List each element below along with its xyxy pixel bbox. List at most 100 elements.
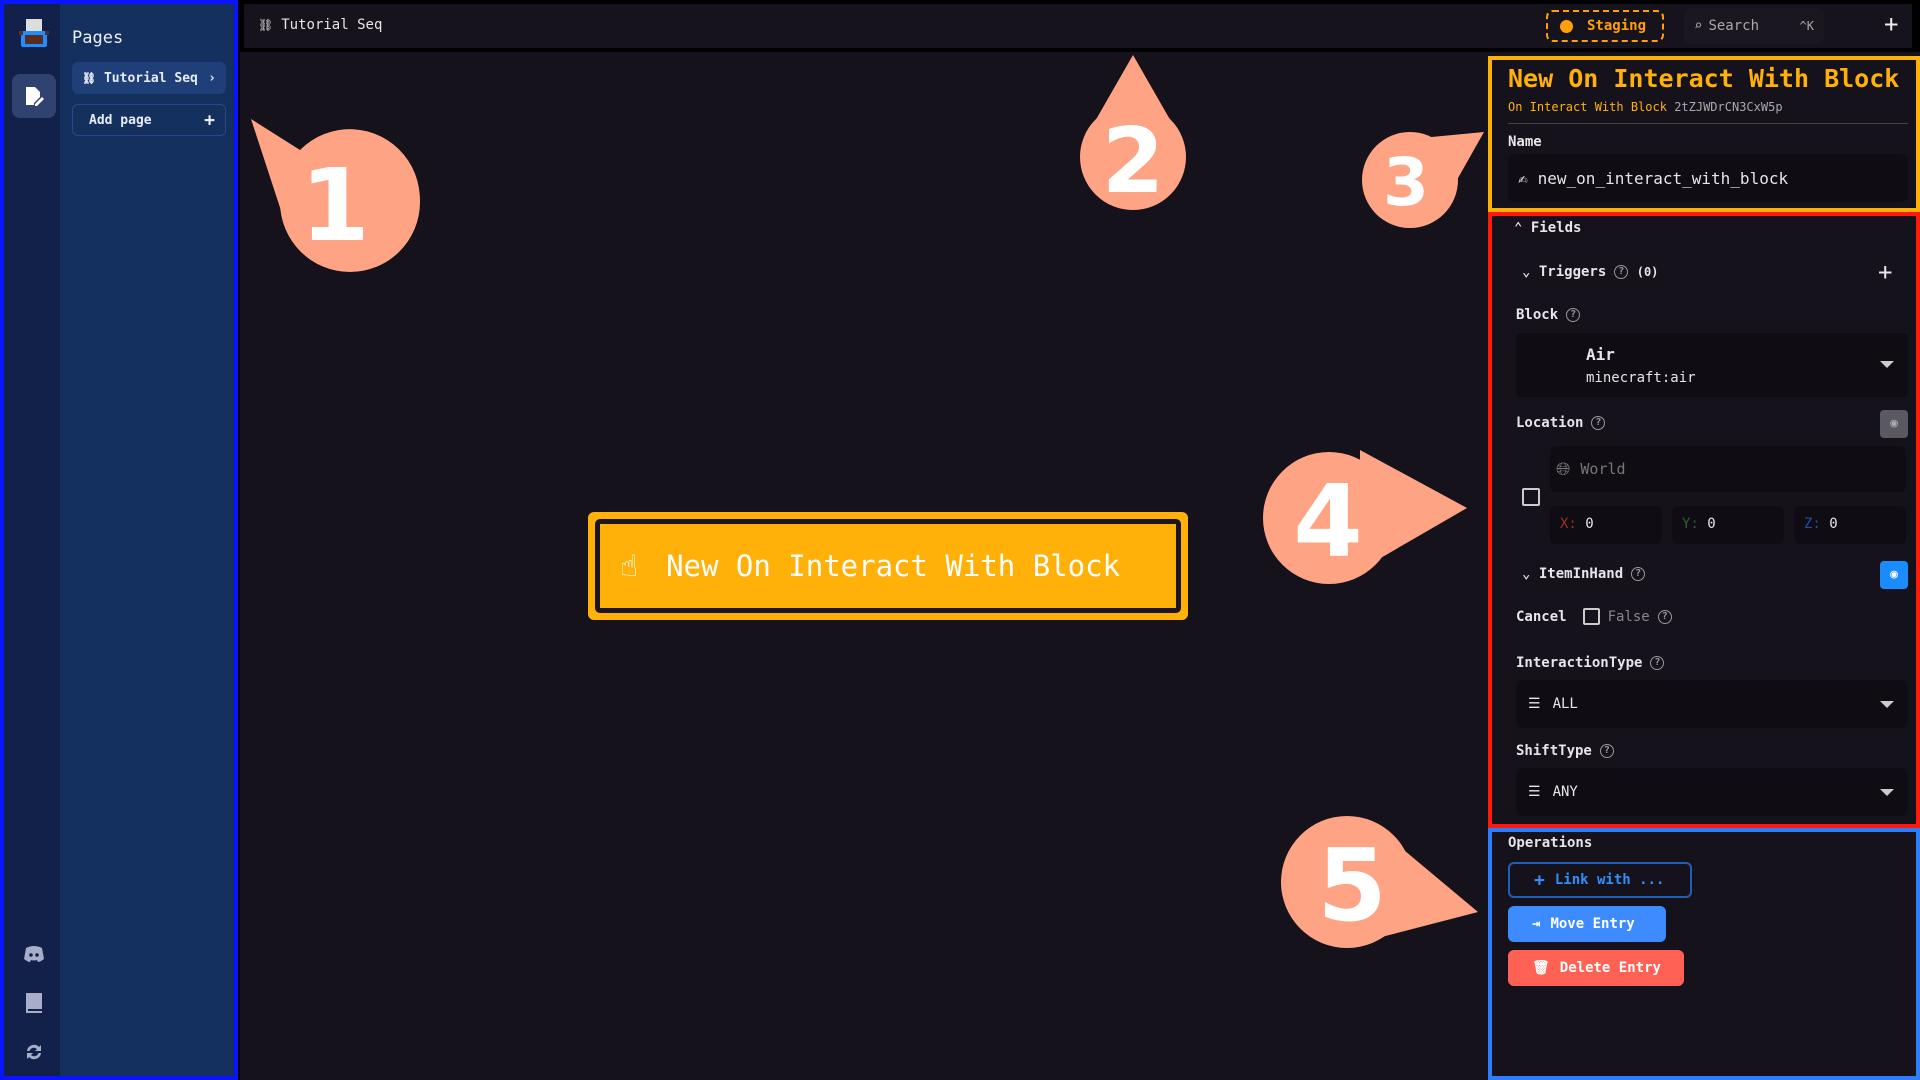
top-bar: ⛓ Tutorial Seq Staging ⌕ Search ^K +	[244, 4, 1912, 48]
help-icon[interactable]: ?	[1657, 609, 1672, 624]
globe-icon: 🌐︎	[1556, 458, 1571, 480]
status-dot-icon	[1560, 19, 1573, 33]
name-input[interactable]: ✍ new_on_interact_with_block	[1508, 154, 1908, 202]
canvas[interactable]: ☝ New On Interact With Block	[240, 52, 1486, 1080]
pages-title: Pages	[72, 28, 124, 48]
help-icon[interactable]: ?	[1614, 265, 1629, 279]
breadcrumb-label: Tutorial Seq	[281, 17, 383, 33]
triggers-toggle[interactable]: ⌄ Triggers? (0)	[1522, 264, 1659, 280]
add-trigger-button[interactable]: +	[1878, 258, 1893, 286]
shift-type-select[interactable]: ☰ ANY	[1516, 768, 1908, 816]
fields-toggle[interactable]: ⌃ Fields	[1514, 220, 1582, 236]
help-icon[interactable]: ?	[1566, 308, 1581, 322]
divider	[1508, 123, 1908, 124]
dropdown-caret-icon	[1880, 701, 1894, 708]
y-value: 0	[1707, 516, 1716, 532]
entry-type: On Interact With Block	[1508, 100, 1667, 114]
move-entry-button[interactable]: ⇥ Move Entry	[1508, 906, 1666, 942]
shift-type-value: ANY	[1552, 784, 1578, 800]
search-button[interactable]: ⌕ Search ^K	[1684, 8, 1824, 44]
interaction-type-value: ALL	[1552, 696, 1578, 712]
pages-edit-icon[interactable]	[12, 74, 56, 118]
sidebar: Pages ⛓ Tutorial Seq › Add page +	[0, 0, 238, 1080]
plus-icon: +	[1534, 869, 1545, 891]
dropdown-caret-icon	[1880, 789, 1894, 796]
docs-book-icon[interactable]	[12, 980, 56, 1024]
cancel-label: Cancel	[1516, 608, 1567, 625]
block-label: Block	[1516, 307, 1559, 323]
page-item-tutorial-seq[interactable]: ⛓ Tutorial Seq ›	[72, 62, 226, 94]
breadcrumb[interactable]: ⛓ Tutorial Seq	[258, 17, 382, 33]
move-icon: ⇥	[1532, 916, 1541, 932]
z-input[interactable]: Z: 0	[1794, 506, 1906, 544]
list-icon: ☰	[1528, 784, 1541, 800]
hand-pointer-icon: ☝	[620, 548, 639, 584]
search-placeholder: Search	[1708, 18, 1760, 34]
x-value: 0	[1585, 516, 1594, 532]
entry-node-label: New On Interact With Block	[666, 549, 1121, 583]
fields-label: Fields	[1530, 220, 1582, 236]
search-shortcut: ^K	[1799, 19, 1814, 33]
entry-title: New On Interact With Block	[1508, 64, 1900, 93]
add-page-label: Add page	[89, 112, 152, 128]
shift-type-label: ShiftType	[1516, 743, 1592, 759]
move-entry-label: Move Entry	[1550, 916, 1635, 932]
sync-icon[interactable]	[12, 1030, 56, 1074]
entry-node[interactable]: ☝ New On Interact With Block	[588, 512, 1188, 620]
help-icon[interactable]: ?	[1631, 567, 1646, 581]
x-input[interactable]: X: 0	[1550, 506, 1662, 544]
environment-badge[interactable]: Staging	[1546, 10, 1664, 42]
item-capture-camera-icon[interactable]: ◉	[1880, 561, 1908, 589]
cancel-value: False	[1607, 608, 1650, 625]
location-label: Location	[1516, 415, 1584, 431]
plus-icon: +	[204, 109, 215, 131]
discord-icon[interactable]	[12, 932, 56, 976]
name-label: Name	[1508, 134, 1542, 150]
interaction-type-label: InteractionType	[1516, 655, 1643, 671]
add-page-button[interactable]: Add page +	[72, 104, 226, 136]
trash-icon: 🗑︎	[1532, 960, 1550, 976]
list-icon: ☰	[1528, 696, 1541, 712]
app-logo-icon[interactable]	[12, 12, 56, 56]
help-icon[interactable]: ?	[1650, 656, 1665, 670]
z-value: 0	[1829, 516, 1838, 532]
entry-subtitle: On Interact With Block 2tZJWDrCN3CxW5p	[1508, 100, 1783, 115]
cancel-checkbox[interactable]	[1582, 608, 1600, 625]
world-placeholder: World	[1580, 460, 1626, 478]
item-in-hand-toggle[interactable]: ⌄ ItemInHand?	[1522, 566, 1646, 582]
z-label: Z:	[1804, 516, 1821, 532]
interaction-type-select[interactable]: ☰ ALL	[1516, 680, 1908, 728]
triggers-count: (0)	[1636, 265, 1659, 279]
location-capture-camera-icon[interactable]: ◉	[1880, 410, 1908, 438]
operations-section	[1488, 828, 1920, 1080]
icon-rail	[4, 4, 60, 1076]
delete-entry-label: Delete Entry	[1559, 960, 1661, 976]
fields-section	[1488, 212, 1920, 828]
dropdown-caret-icon	[1880, 361, 1894, 368]
x-label: X:	[1560, 516, 1577, 532]
signature-icon: ✍	[1518, 168, 1528, 188]
delete-entry-button[interactable]: 🗑︎ Delete Entry	[1508, 950, 1684, 986]
location-checkbox[interactable]	[1522, 488, 1540, 506]
page-item-label: Tutorial Seq	[103, 70, 198, 86]
block-name: Air	[1586, 345, 1615, 364]
y-input[interactable]: Y: 0	[1672, 506, 1784, 544]
world-input[interactable]: 🌐︎ World	[1550, 446, 1906, 492]
y-label: Y:	[1682, 516, 1699, 532]
item-in-hand-label: ItemInHand	[1538, 566, 1624, 582]
link-with-button[interactable]: + Link with ...	[1508, 862, 1692, 898]
add-button[interactable]: +	[1884, 10, 1899, 38]
name-value: new_on_interact_with_block	[1537, 168, 1789, 188]
operations-label: Operations	[1508, 835, 1593, 851]
help-icon[interactable]: ?	[1591, 416, 1606, 430]
search-icon: ⌕	[1694, 18, 1703, 34]
triggers-label: Triggers	[1538, 264, 1607, 280]
environment-label: Staging	[1587, 18, 1647, 34]
block-select[interactable]: Air minecraft:air	[1516, 333, 1908, 397]
block-id: minecraft:air	[1586, 370, 1696, 386]
sequence-icon: ⛓	[82, 71, 96, 85]
sequence-icon: ⛓	[258, 18, 274, 32]
link-with-label: Link with ...	[1554, 872, 1665, 888]
entry-id[interactable]: 2tZJWDrCN3CxW5p	[1674, 100, 1783, 114]
help-icon[interactable]: ?	[1599, 744, 1614, 758]
